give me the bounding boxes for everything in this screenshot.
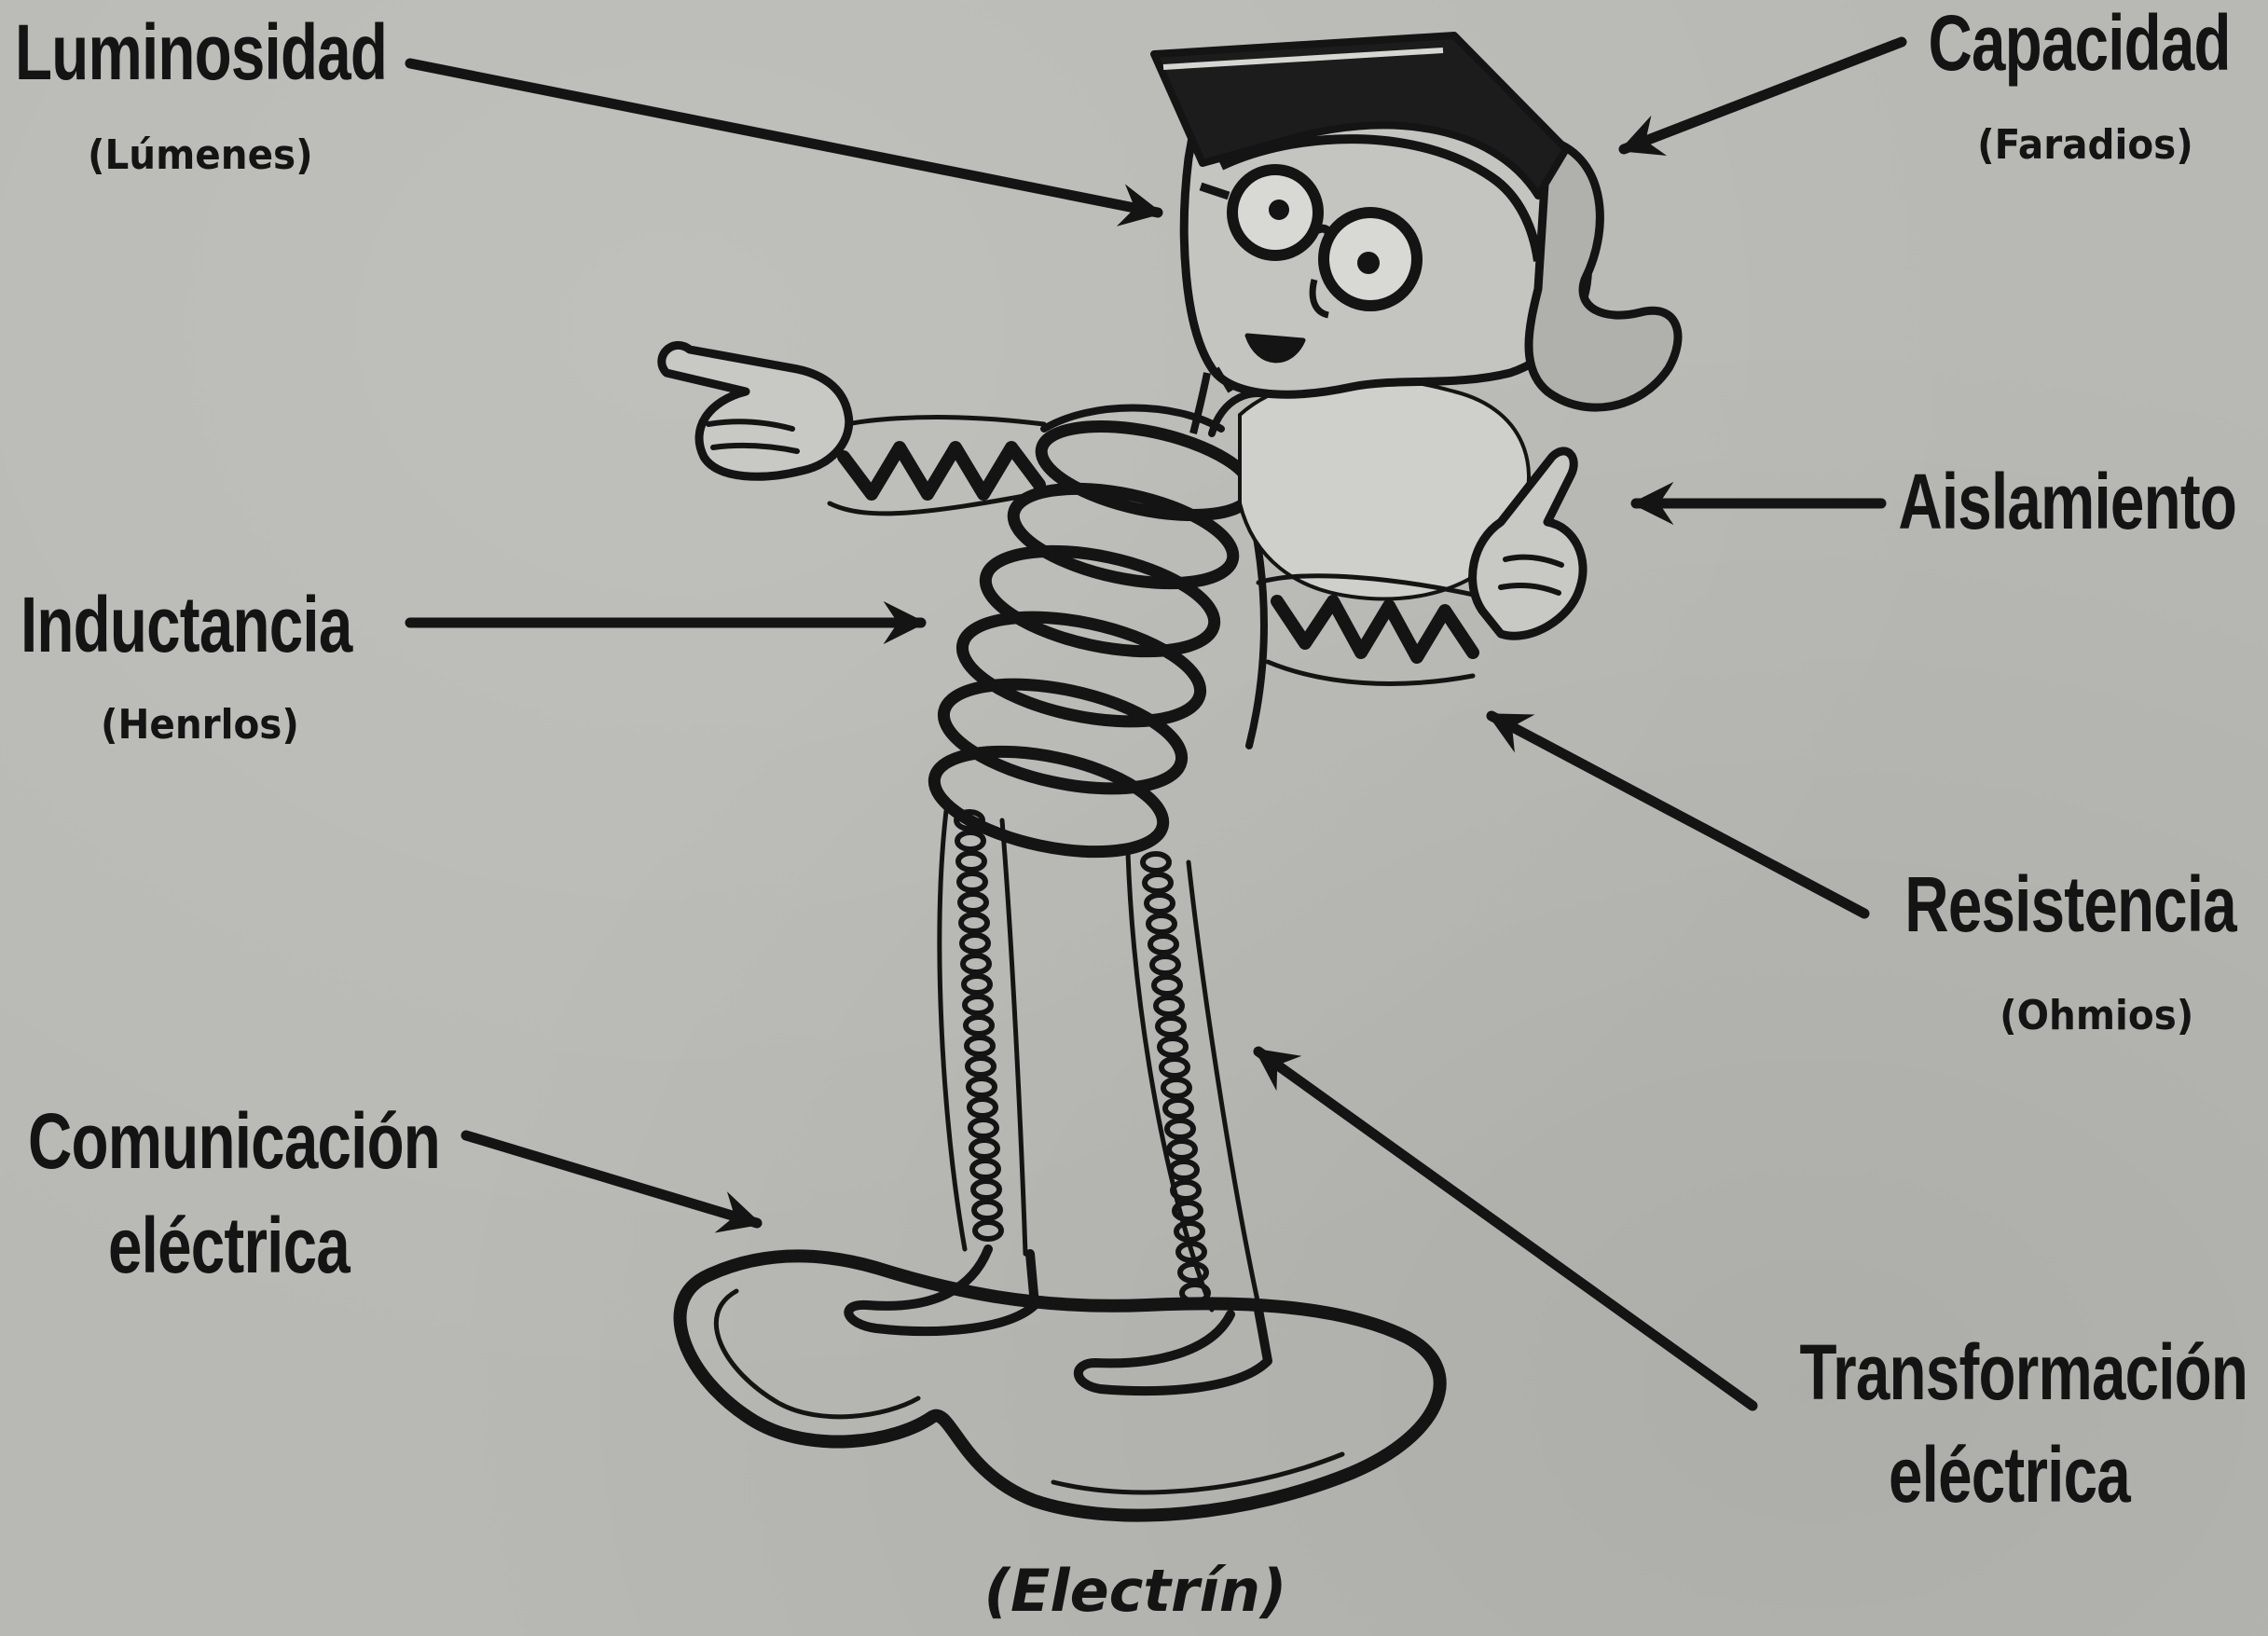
base-puddle — [680, 1257, 1440, 1516]
arrow-resistencia — [1491, 716, 1864, 914]
label-comunicacion-line1: Comunicación — [28, 1102, 440, 1180]
arrow-capacidad — [1624, 42, 1902, 149]
label-luminosidad: Luminosidad — [15, 13, 387, 91]
label-henrlos: (Henrlos) — [101, 705, 299, 746]
arrow-transformacion — [1258, 1052, 1753, 1406]
leg-coil-left — [956, 812, 1001, 1239]
head — [1154, 35, 1678, 407]
label-capacidad: Capacidad — [1929, 4, 2231, 82]
caption-electrin: (Electrín) — [984, 1562, 1287, 1620]
label-transformacion-line1: Transformación — [1799, 1333, 2247, 1411]
arrow-luminosidad — [410, 63, 1158, 213]
label-lumenes: (Lúmenes) — [88, 135, 313, 176]
label-comunicacion-line2: eléctrica — [108, 1206, 350, 1285]
label-inductancia: Inductancia — [21, 585, 351, 664]
label-resistencia: Resistencia — [1904, 865, 2236, 943]
label-aislamiento: Aislamiento — [1898, 462, 2236, 541]
arrow-comunicacion — [466, 1135, 757, 1223]
arm-left — [820, 418, 1044, 514]
hand-left — [662, 345, 849, 476]
label-ohmios: (Ohmios) — [2000, 996, 2193, 1037]
label-faradios: (Faradios) — [1977, 125, 2193, 166]
label-transformacion-line2: eléctrica — [1889, 1436, 2130, 1514]
